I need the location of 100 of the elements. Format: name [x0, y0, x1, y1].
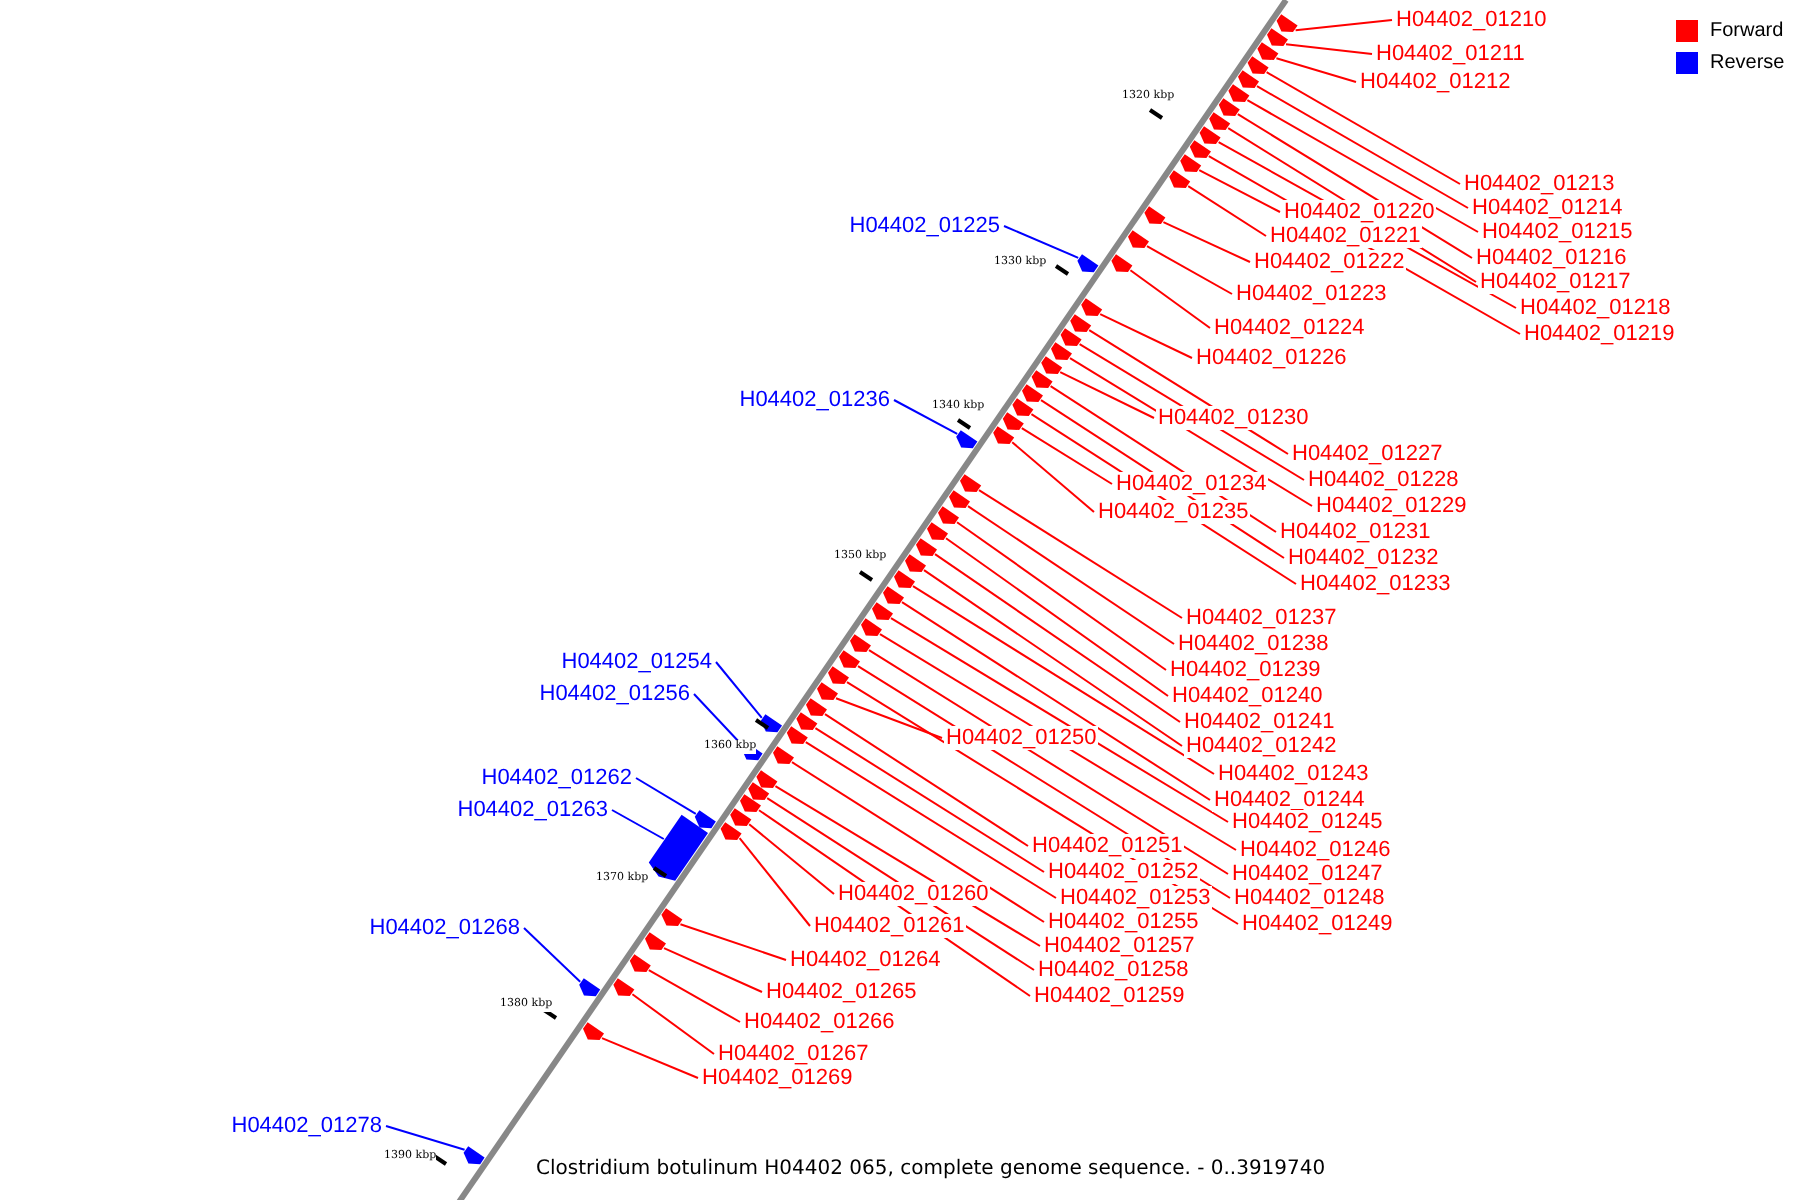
leader-line	[738, 837, 811, 927]
gene-glyph	[1031, 370, 1053, 388]
leader-line	[835, 697, 943, 739]
gene-glyph	[645, 932, 666, 950]
leader-line	[523, 927, 582, 983]
leader-line	[1198, 169, 1281, 213]
gene-glyph	[883, 586, 904, 604]
gene-label: H04402_01214	[1470, 196, 1625, 220]
leader-line	[748, 823, 835, 895]
leader-line	[663, 947, 763, 993]
gene-glyph	[629, 954, 651, 972]
gene-label: H04402_01221	[1268, 224, 1423, 248]
leader-line	[814, 727, 1045, 873]
gene-label: H04402_01224	[1212, 316, 1367, 340]
leader-line	[1146, 245, 1233, 295]
gene-label: H04402_01263	[455, 798, 610, 822]
leader-line	[1099, 313, 1193, 359]
gene-glyph	[993, 426, 1015, 444]
leader-line	[611, 809, 665, 840]
gene-label: H04402_01248	[1232, 886, 1387, 910]
leader-line	[956, 521, 1167, 671]
gene-label: H04402_01223	[1234, 282, 1389, 306]
gene-label: H04402_01231	[1278, 520, 1433, 544]
leader-line	[824, 713, 1029, 847]
gene-glyph	[1022, 384, 1043, 402]
gene-glyph	[796, 712, 818, 730]
leader-line	[1020, 427, 1113, 485]
gene-label: H04402_01233	[1298, 572, 1453, 596]
gene-label: H04402_01261	[812, 914, 967, 938]
gene-glyph	[1144, 206, 1166, 224]
gene-label: H04402_01222	[1252, 250, 1407, 274]
gene-label: H04402_01236	[737, 388, 892, 412]
leader-line	[901, 601, 1211, 801]
gene-label: H04402_01247	[1230, 862, 1385, 886]
leader-line	[934, 553, 1181, 723]
gene-label: H04402_01242	[1184, 734, 1339, 758]
gene-label: H04402_01243	[1216, 762, 1371, 786]
gene-label: H04402_01220	[1282, 200, 1437, 224]
gene-label: H04402_01262	[479, 766, 634, 790]
gene-label: H04402_01234	[1114, 472, 1269, 496]
gene-glyph	[927, 522, 948, 540]
gene-label: H04402_01254	[559, 650, 714, 674]
gene-label: H04402_01229	[1314, 494, 1469, 518]
gene-label: H04402_01218	[1518, 296, 1673, 320]
leader-line	[893, 399, 959, 435]
gene-label: H04402_01238	[1176, 632, 1331, 656]
gene-glyph	[960, 474, 982, 492]
gene-label: H04402_01237	[1184, 606, 1339, 630]
gene-glyph	[694, 810, 716, 829]
leader-line	[385, 1125, 466, 1151]
gene-glyph	[720, 822, 742, 840]
gene-label: H04402_01235	[1096, 500, 1251, 524]
leader-line	[912, 585, 1215, 775]
leader-line	[1059, 371, 1155, 419]
gene-glyph	[463, 1146, 485, 1165]
gene-label: H04402_01239	[1168, 658, 1323, 682]
gene-glyph	[916, 538, 937, 556]
gene-glyph	[1238, 70, 1259, 88]
gene-label: H04402_01219	[1522, 322, 1677, 346]
leader-line	[1129, 269, 1211, 329]
gene-label: H04402_01266	[742, 1010, 897, 1034]
gene-glyph	[1228, 84, 1250, 102]
leader-line	[978, 489, 1183, 619]
leader-line	[1285, 43, 1373, 55]
gene-label: H04402_01241	[1182, 710, 1337, 734]
gene-label: H04402_01253	[1058, 886, 1213, 910]
leader-line	[1275, 57, 1357, 83]
leader-line	[715, 661, 763, 719]
leader-line	[1294, 19, 1393, 32]
leader-line	[631, 993, 715, 1055]
gene-glyph	[872, 602, 893, 620]
gene-label: H04402_01256	[537, 682, 692, 706]
gene-label: H04402_01240	[1170, 684, 1325, 708]
leader-line	[1162, 221, 1251, 263]
gene-label: H04402_01251	[1030, 834, 1185, 858]
gene-glyph	[773, 746, 794, 764]
gene-label: H04402_01228	[1306, 468, 1461, 492]
gene-label: H04402_01217	[1478, 270, 1633, 294]
leader-line	[1003, 225, 1080, 259]
leader-line	[1187, 185, 1267, 237]
legend-label: Forward	[1710, 20, 1784, 44]
gene-glyph	[1276, 14, 1298, 32]
gene-glyph	[1111, 254, 1133, 272]
gene-glyph	[1070, 314, 1092, 332]
leader-line	[635, 777, 697, 815]
leader-line	[804, 741, 1057, 899]
gene-glyph	[861, 618, 882, 636]
gene-glyph	[1169, 170, 1191, 188]
gene-glyph	[661, 908, 683, 926]
gene-glyph	[1218, 98, 1240, 116]
leader-line	[945, 537, 1169, 697]
gene-glyph	[1189, 140, 1211, 158]
gene-label: H04402_01226	[1194, 346, 1349, 370]
gene-label: H04402_01211	[1374, 42, 1527, 66]
gene-glyph	[579, 978, 601, 997]
gene-label: H04402_01268	[367, 916, 522, 940]
gene-glyph	[786, 726, 808, 744]
leader-line	[679, 923, 787, 961]
gene-label: H04402_01255	[1046, 910, 1201, 934]
gene-glyph	[1002, 412, 1024, 430]
